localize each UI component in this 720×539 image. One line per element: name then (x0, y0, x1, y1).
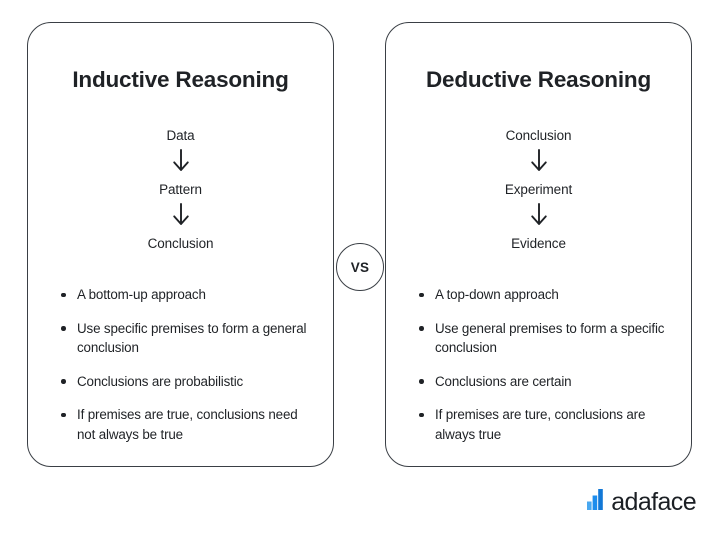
logo-text: adaface (611, 488, 696, 516)
card-title-deductive: Deductive Reasoning (425, 67, 651, 92)
down-arrow-icon (172, 148, 190, 178)
down-arrow-icon (530, 202, 548, 232)
down-arrow-icon (530, 148, 548, 178)
card-title-inductive: Inductive Reasoning (72, 67, 289, 92)
adaface-logo: adaface (587, 488, 697, 516)
down-arrow-icon (172, 202, 190, 232)
flow-step-data: Data (166, 128, 195, 143)
list-item: Use general premises to form a specific … (416, 319, 673, 358)
list-item: A top-down approach (416, 285, 673, 305)
flow-step-experiment: Experiment (504, 182, 573, 197)
card-deductive-reasoning: Deductive Reasoning Conclusion Experimen… (385, 22, 692, 467)
bar-chart-logo-icon (587, 489, 606, 515)
list-item: If premises are true, conclusions need n… (58, 405, 315, 444)
list-item: Use specific premises to form a general … (58, 319, 315, 358)
bullet-list-inductive: A bottom-up approach Use specific premis… (58, 285, 315, 444)
list-item: Conclusions are certain (416, 372, 673, 392)
list-item: If premises are ture, conclusions are al… (416, 405, 673, 444)
list-item: Conclusions are probabilistic (58, 372, 315, 392)
flow-step-evidence: Evidence (511, 236, 566, 251)
list-item: A bottom-up approach (58, 285, 315, 305)
flow-step-pattern: Pattern (159, 182, 202, 197)
flow-step-conclusion: Conclusion (505, 128, 572, 143)
card-inductive-reasoning: Inductive Reasoning Data Pattern Conclus… (27, 22, 334, 467)
flow-inductive: Data Pattern Conclusion (28, 127, 333, 252)
flow-deductive: Conclusion Experiment Evidence (386, 127, 691, 252)
flow-step-conclusion: Conclusion (147, 236, 214, 251)
vs-badge: VS (336, 243, 384, 291)
bullet-list-deductive: A top-down approach Use general premises… (416, 285, 673, 444)
